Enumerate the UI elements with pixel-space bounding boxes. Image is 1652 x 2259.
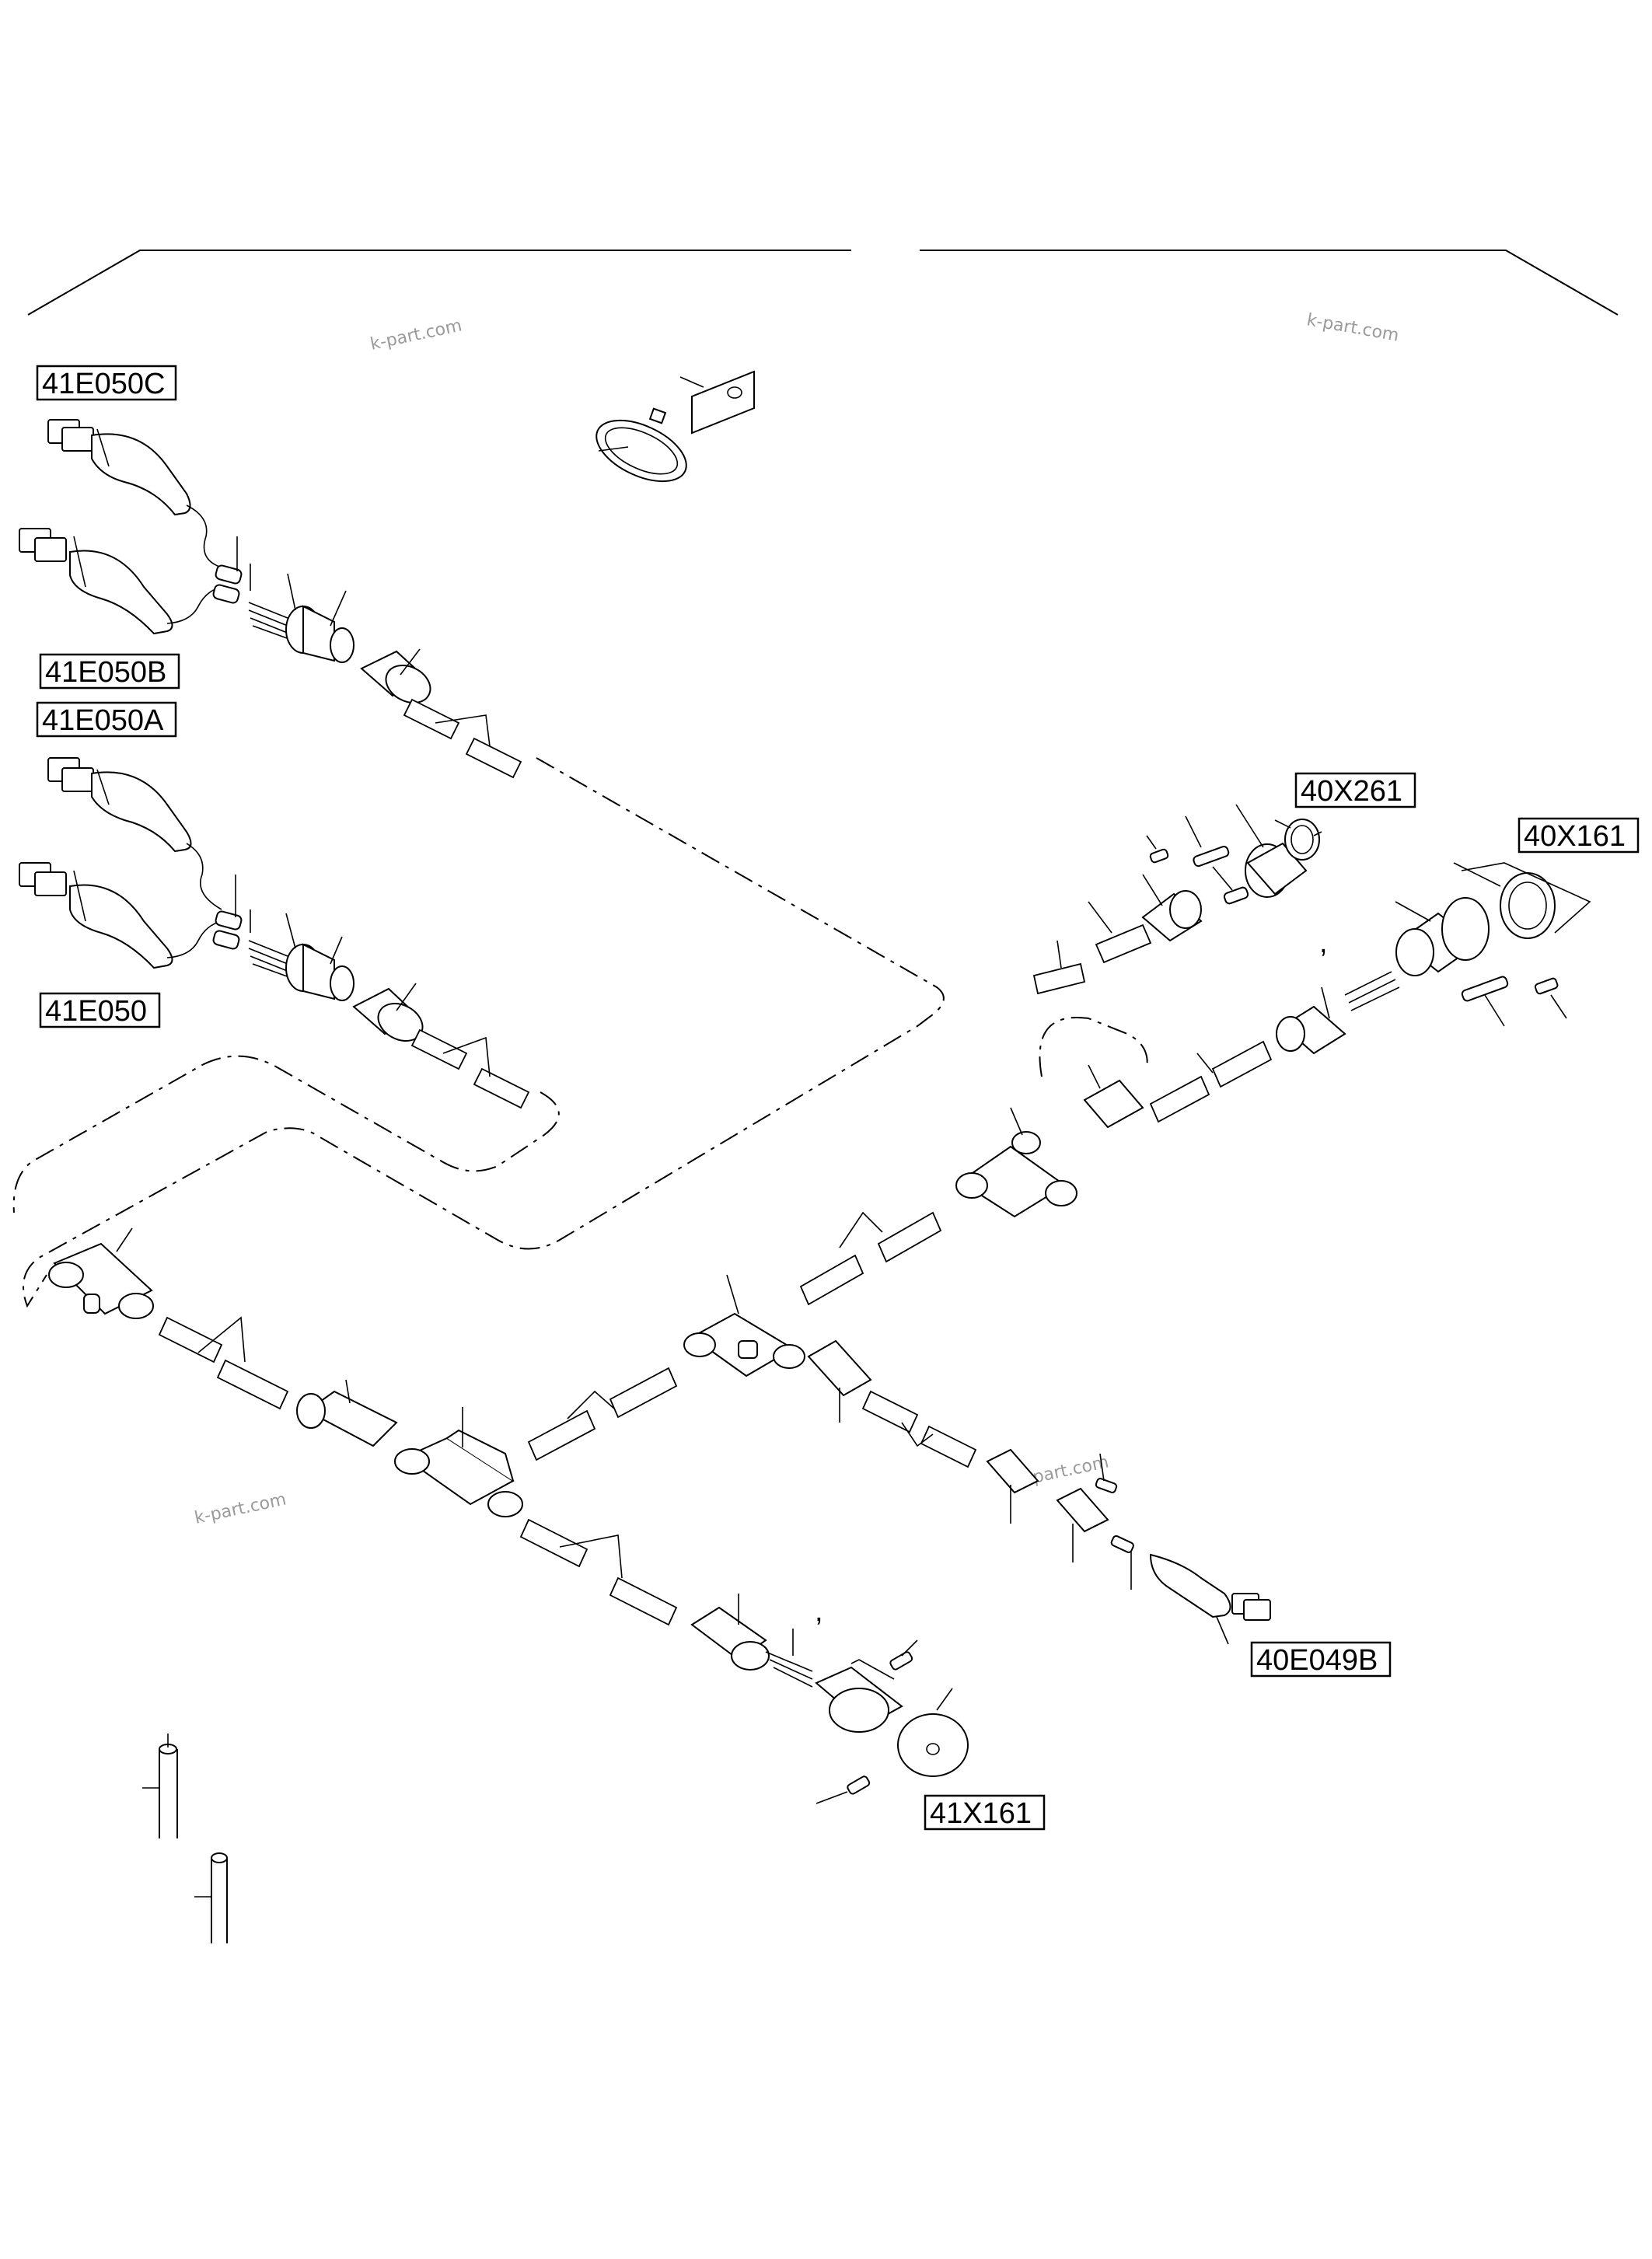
- comma-mark: ,: [1319, 927, 1328, 959]
- part-label-40X161: 40X161: [1518, 817, 1640, 854]
- part-label-41E050C: 41E050C: [36, 365, 177, 401]
- conduit-segment-icon: [1211, 1040, 1273, 1088]
- conduit-segment-icon: [473, 1067, 530, 1109]
- conduit-segment-icon: [920, 1425, 977, 1468]
- part-label-40X261: 40X261: [1294, 772, 1416, 808]
- part-label-41E050B: 41E050B: [39, 653, 180, 690]
- conduit-segment-icon: [1149, 1075, 1210, 1123]
- watermark: k-part.com: [193, 1490, 288, 1528]
- conduit-segment-icon: [465, 737, 522, 779]
- connector-plug-icon: [1216, 1593, 1271, 1645]
- main-harness-trunk: [48, 804, 1591, 1804]
- part-label-41E050A: 41E050A: [36, 701, 177, 738]
- connector-plug-icon: [19, 528, 173, 635]
- t-junction-icon: [394, 1407, 523, 1517]
- conduit-segment-icon: [609, 1576, 678, 1626]
- label-text: 41X161: [930, 1797, 1032, 1830]
- connector-plug-icon: [47, 419, 191, 516]
- connector-group-lower: [19, 757, 530, 1109]
- round-connector-icon: [815, 1659, 969, 1777]
- label-text: 40E049B: [1256, 1644, 1378, 1677]
- y-junction-icon: [955, 1107, 1077, 1218]
- conduit-segment-icon: [216, 1359, 289, 1410]
- conduit-segment-icon: [861, 1390, 919, 1433]
- label-text: 41E050C: [42, 368, 165, 400]
- label-text: 41E050A: [42, 704, 164, 737]
- part-label-41E050: 41E050: [39, 992, 161, 1028]
- label-text: 41E050: [45, 995, 147, 1028]
- y-junction-icon: [48, 1227, 154, 1319]
- connector-plug-icon: [47, 757, 192, 853]
- round-connector-icon: [1235, 804, 1322, 898]
- conduit-segment-icon: [158, 1316, 223, 1363]
- conduit-segment-icon: [1032, 962, 1086, 995]
- conduit-segment-icon: [527, 1409, 596, 1461]
- label-tag-icon: [679, 370, 755, 435]
- label-text: 41E050B: [45, 656, 166, 689]
- t-junction-icon: [683, 1274, 805, 1377]
- part-label-41X161: 41X161: [924, 1794, 1046, 1831]
- watermark: k-part.com: [368, 316, 463, 354]
- conduit-segment-icon: [410, 1028, 468, 1070]
- conduit-segment-icon: [799, 1254, 864, 1306]
- connector-plug-icon: [19, 862, 173, 969]
- conduit-segment-icon: [1095, 924, 1152, 964]
- routing-path: [12, 757, 1148, 1308]
- cable-tie-icon: [595, 407, 687, 483]
- conduit-segment-icon: [877, 1211, 942, 1263]
- tube-icon: [142, 1734, 178, 1838]
- part-label-40E049B: 40E049B: [1250, 1641, 1392, 1678]
- conduit-segment-icon: [519, 1518, 589, 1568]
- conduit-segment-icon: [403, 698, 460, 740]
- tube-icon: [194, 1852, 228, 1943]
- label-text: 40X261: [1301, 775, 1402, 808]
- connector-group-upper: [19, 419, 522, 779]
- round-connector-icon: [1395, 862, 1591, 976]
- frame-lines: [27, 250, 1619, 316]
- watermark: k-part.com: [1305, 310, 1400, 345]
- comma-mark: ,: [815, 1595, 823, 1628]
- label-text: 40X161: [1524, 820, 1626, 853]
- conduit-segment-icon: [609, 1367, 678, 1419]
